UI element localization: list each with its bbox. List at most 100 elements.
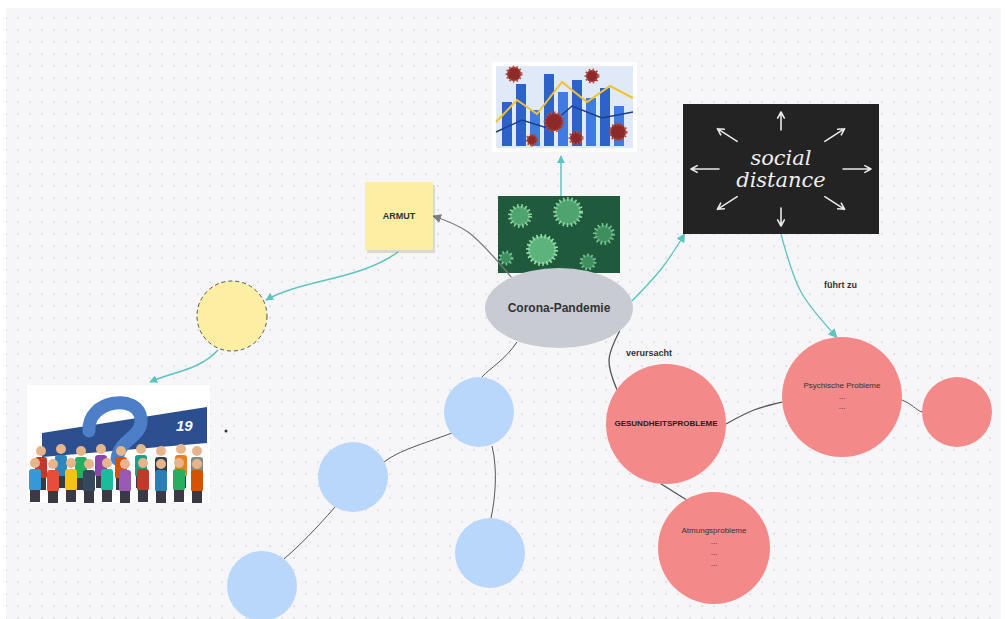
virus-symbol — [555, 199, 581, 225]
chart-bar — [586, 98, 596, 146]
connector — [781, 234, 837, 337]
person-figure — [137, 458, 149, 502]
node-text: ... — [839, 392, 846, 403]
virus-image — [498, 196, 620, 273]
node-content: social distance — [683, 104, 879, 234]
crowd-image — [27, 385, 210, 503]
edge-label: führt zu — [822, 279, 859, 291]
virus-symbol — [610, 124, 626, 140]
node-text: Corona-Pandemie — [508, 300, 611, 316]
edge-label: verursacht — [624, 347, 674, 359]
sticky-note: ARMUT — [365, 182, 433, 250]
node-text: ... — [711, 537, 718, 548]
person-figure — [155, 459, 167, 503]
image-ground — [492, 62, 637, 152]
virus-symbol — [500, 252, 512, 264]
virus-symbol — [528, 236, 556, 264]
person-figure — [119, 459, 131, 503]
chalk-arrow — [778, 112, 785, 130]
chart-bar — [544, 74, 554, 146]
node-content: Atmungsprobleme......... — [658, 492, 770, 604]
node-text: ARMUT — [383, 210, 416, 222]
empty-circle — [318, 442, 388, 512]
chalk-arrow — [717, 129, 737, 142]
topic-circle: Atmungsprobleme......... — [658, 492, 770, 604]
canvas-panel — [6, 8, 1001, 619]
chalk-arrow — [778, 208, 785, 226]
person-figure — [47, 459, 59, 503]
shape-fill — [683, 104, 879, 234]
virus-symbol — [527, 135, 537, 145]
branch-line — [384, 433, 452, 462]
shape-outline — [606, 364, 726, 484]
node-content: GESUNDHEITSPROBLEME — [606, 364, 726, 484]
topic-circle: GESUNDHEITSPROBLEME — [606, 364, 726, 484]
empty-circle — [444, 377, 514, 447]
shape-fill — [782, 337, 902, 457]
branch-line — [902, 400, 922, 412]
image-sky — [496, 66, 633, 148]
node-text: ... — [839, 402, 846, 413]
connector — [433, 216, 511, 277]
leader-arrow — [150, 350, 218, 382]
branch-line — [482, 342, 517, 377]
person-figure — [191, 459, 203, 503]
virus-symbol — [507, 67, 521, 81]
connector — [632, 234, 685, 301]
chart-bar — [502, 102, 512, 146]
node-content: Psychische Probleme...... — [782, 337, 902, 457]
node-text: GESUNDHEITSPROBLEME — [614, 419, 717, 430]
connector — [726, 402, 782, 424]
branch-line — [491, 446, 495, 518]
virus-symbol — [595, 225, 613, 243]
chalkboard-box: social distance — [683, 104, 879, 234]
shape-outline — [365, 182, 433, 250]
leader-arrow — [266, 252, 398, 300]
connector — [661, 484, 686, 500]
empty-circle — [922, 377, 992, 447]
empty-circle — [197, 281, 267, 351]
empty-circle — [455, 518, 525, 588]
virus-symbol — [510, 206, 530, 226]
shape-fill — [365, 182, 433, 250]
person-figure — [83, 459, 95, 503]
chalk-arrow — [825, 197, 845, 210]
chalk-arrow — [843, 166, 871, 173]
shape-outline — [485, 268, 633, 348]
node-content: Corona-Pandemie — [485, 268, 633, 348]
node-text: social distance — [731, 147, 831, 191]
note-shadow — [367, 185, 435, 253]
topic-circle: Psychische Probleme...... — [782, 337, 902, 457]
image-ground — [498, 196, 620, 273]
shape-outline — [683, 104, 879, 234]
chalk-arrow — [691, 166, 719, 173]
chalk-arrow — [825, 129, 845, 142]
node-text: Atmungsprobleme — [682, 526, 747, 537]
node-text: Psychische Probleme — [804, 381, 881, 392]
virus-symbol — [586, 70, 598, 82]
virus-symbol — [570, 132, 582, 144]
person-figure — [65, 458, 77, 502]
node-text: ... — [711, 548, 718, 559]
node-text: ... — [711, 559, 718, 570]
dot — [225, 430, 228, 433]
image-text: 19 — [176, 417, 193, 434]
person-figure — [173, 458, 185, 502]
shape-fill — [485, 268, 633, 348]
dot-grid — [6, 8, 1001, 619]
node-content: ARMUT — [365, 182, 433, 250]
virus-symbol — [581, 255, 595, 269]
shape-outline — [658, 492, 770, 604]
chart-image — [492, 62, 637, 152]
image-ground — [27, 385, 210, 503]
connector — [609, 331, 620, 390]
shape-fill — [606, 364, 726, 484]
branch-line — [284, 507, 335, 559]
shape-fill — [658, 492, 770, 604]
empty-circle — [227, 551, 297, 619]
